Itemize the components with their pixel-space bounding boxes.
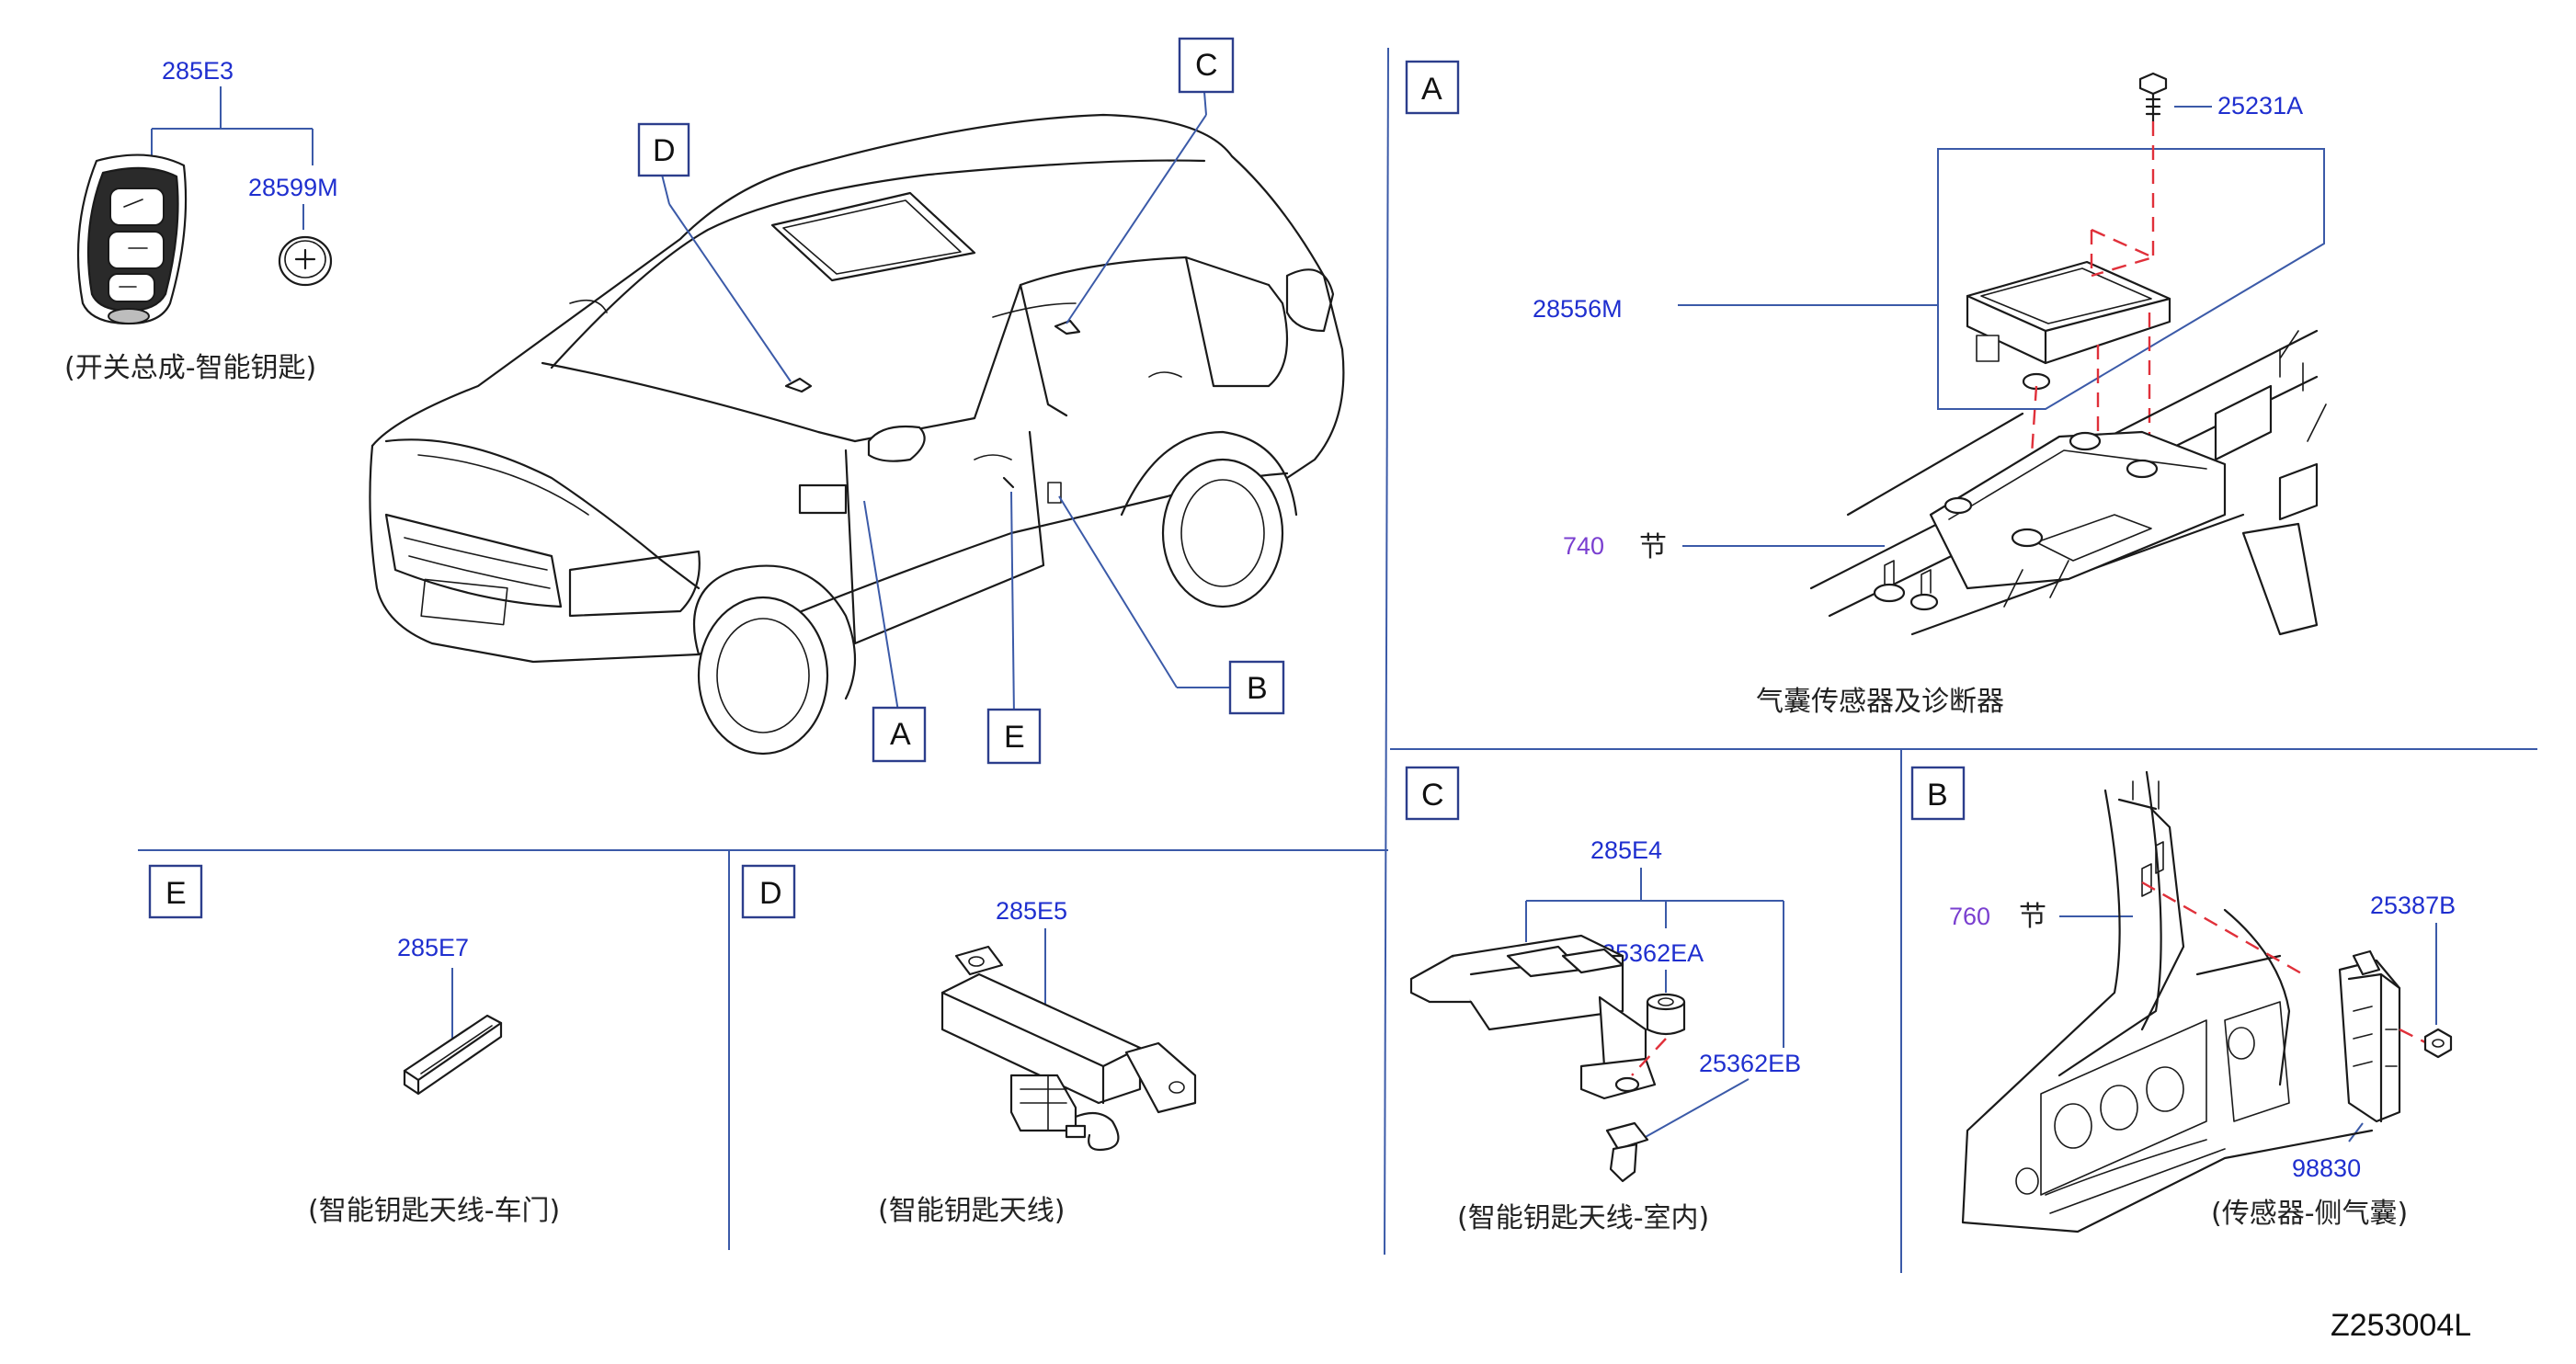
panel-dividers xyxy=(138,47,2537,1273)
smart-key-fob-drawing xyxy=(76,153,188,325)
clip-part-number: 25362EB xyxy=(1699,1050,1801,1077)
panel-a-label: A xyxy=(1421,72,1442,107)
panel-d-caption: (智能钥匙天线) xyxy=(878,1195,1065,1227)
panel-e-caption: (智能钥匙天线-车门) xyxy=(308,1195,560,1227)
exterior-antenna-drawing xyxy=(940,945,1197,1152)
callout-c: C xyxy=(1178,37,1235,94)
diagram-code: Z253004L xyxy=(2331,1308,2471,1343)
section-ref-number-a: 740 xyxy=(1563,532,1604,560)
panel-b-caption: (传感器-侧气囊) xyxy=(2211,1198,2408,1230)
smart-key-caption: (开关总成-智能钥匙) xyxy=(64,352,316,384)
panel-a-caption: 气囊传感器及诊断器 xyxy=(1756,686,2004,718)
floor-structure-drawing xyxy=(1809,329,2327,636)
panel-a: A 25231A 28556M xyxy=(1405,60,2327,718)
clip-drawing xyxy=(1605,1121,1649,1183)
vehicle-body-drawing xyxy=(369,113,1345,756)
battery-part-number: 28599M xyxy=(248,174,338,201)
panel-c: C 285E4 25362EA 25362EB xyxy=(1405,766,1801,1234)
coin-battery-drawing xyxy=(278,235,333,287)
side-airbag-sensor-drawing xyxy=(2338,949,2401,1123)
svg-text:B: B xyxy=(1247,671,1268,706)
nut-drawing xyxy=(2423,1028,2453,1059)
door-antenna-drawing xyxy=(403,1014,503,1096)
bolt-drawing xyxy=(2138,72,2168,123)
panel-c-caption: (智能钥匙天线-室内) xyxy=(1457,1202,1709,1234)
panel-b-label: B xyxy=(1927,778,1948,813)
antenna-part-number-c: 285E4 xyxy=(1590,836,1662,864)
panel-c-label: C xyxy=(1421,778,1444,813)
spacer-drawing xyxy=(1646,993,1686,1036)
svg-text:C: C xyxy=(1195,48,1218,83)
interior-antenna-drawing xyxy=(1409,934,1657,1100)
antenna-part-number-d: 285E5 xyxy=(996,897,1067,925)
bolt-part-number: 25231A xyxy=(2217,92,2303,119)
airbag-sensor-module-drawing xyxy=(1966,260,2171,391)
callout-d: D xyxy=(637,122,690,177)
sensor-part-number: 28556M xyxy=(1533,295,1623,323)
door-antenna-part-number: 285E7 xyxy=(397,934,469,961)
smart-key-part-number: 285E3 xyxy=(162,57,234,85)
panel-e-label: E xyxy=(165,876,187,911)
panel-d-label: D xyxy=(759,876,782,911)
panel-d: D 285E5 (智能钥匙天线) xyxy=(741,864,1197,1227)
section-ref-text-a: 节 xyxy=(1639,531,1667,563)
callout-a: A xyxy=(872,706,927,763)
section-ref-number-b: 760 xyxy=(1949,903,1990,930)
side-sensor-part-number: 98830 xyxy=(2292,1154,2361,1182)
callout-b: B xyxy=(1228,660,1285,715)
nut-part-number: 25387B xyxy=(2370,892,2456,919)
svg-text:D: D xyxy=(653,133,676,168)
b-pillar-drawing xyxy=(1961,770,2374,1233)
vehicle-overview: D C A E B xyxy=(369,37,1345,765)
panel-e: E 285E7 (智能钥匙天线-车门) xyxy=(148,864,560,1227)
svg-text:A: A xyxy=(890,717,911,752)
section-ref-text-b: 节 xyxy=(2019,901,2046,933)
svg-text:E: E xyxy=(1004,720,1025,755)
callout-e: E xyxy=(986,708,1042,765)
panel-b: B 760 节 25387B 98830 xyxy=(1910,766,2456,1233)
smart-key-assembly: 285E3 28599M (开关总成-智能钥匙) xyxy=(64,57,338,384)
